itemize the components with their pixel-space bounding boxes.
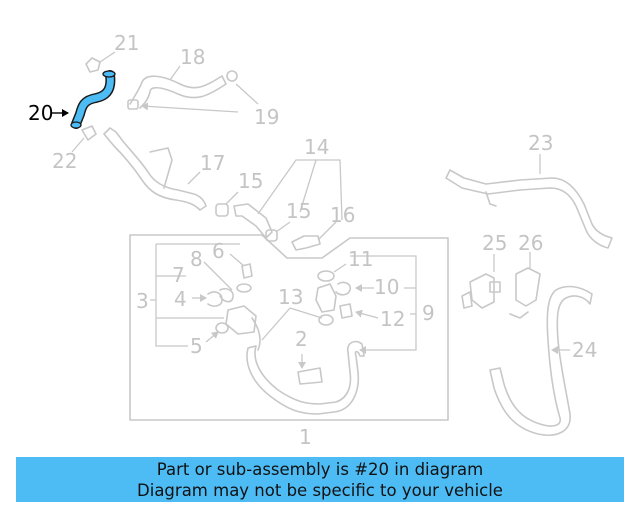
part-2-pipe (246, 340, 365, 415)
callout-10: 10 (374, 275, 399, 299)
part-10-clip (335, 281, 374, 296)
callout-16: 16 (330, 203, 355, 227)
part-24-hose (489, 285, 593, 436)
caption-banner: Part or sub-assembly is #20 in diagram D… (16, 457, 624, 502)
part-3-bracket-lines (150, 243, 240, 347)
part-7-oring (156, 275, 252, 293)
part-17-pipe (103, 127, 207, 211)
part-12-fitting (315, 283, 379, 319)
part-26-bracket (509, 252, 541, 319)
part-15-clamp-a (215, 191, 239, 217)
callout-7: 7 (172, 263, 185, 287)
callout-15a: 15 (238, 169, 263, 193)
callout-4: 4 (174, 287, 187, 311)
callout-18: 18 (180, 45, 205, 69)
part-18-hose (129, 65, 227, 109)
callout-21: 21 (114, 31, 139, 55)
part-20-hose[interactable] (70, 70, 116, 129)
part-13-fitting (261, 307, 334, 341)
callout-14: 14 (304, 135, 329, 159)
callout-24: 24 (572, 338, 597, 362)
callout-26: 26 (518, 231, 543, 255)
callout-13: 13 (278, 285, 303, 309)
callout-11: 11 (348, 247, 373, 271)
part-16-fitting (291, 221, 337, 251)
part-22-clamp (71, 125, 97, 153)
callout-12: 12 (380, 307, 405, 331)
callout-8: 8 (190, 247, 203, 271)
callout-25: 25 (482, 231, 507, 255)
part-15-clamp-b (265, 221, 291, 242)
part-23-pipe (445, 154, 613, 249)
callout-23: 23 (528, 131, 553, 155)
part-25-valve (461, 254, 501, 309)
callout-19: 19 (254, 105, 279, 129)
caption-line-1: Part or sub-assembly is #20 in diagram (156, 460, 484, 479)
part-4-clip (192, 291, 223, 307)
assembly-outline (129, 234, 449, 421)
caption-line-2: Diagram may not be specific to your vehi… (137, 481, 503, 500)
part-21-clamp (85, 51, 116, 73)
callout-22: 22 (52, 149, 77, 173)
part-5-fitting (205, 305, 261, 351)
callout-6: 6 (212, 239, 225, 263)
callout-2: 2 (295, 327, 308, 351)
callout-15b: 15 (286, 199, 311, 223)
callout-17: 17 (200, 151, 225, 175)
callout-3: 3 (136, 289, 149, 313)
part-9-bracket-lines (350, 255, 417, 354)
callout-5: 5 (190, 334, 203, 358)
part-6-fitting (229, 253, 253, 279)
parts-diagram: 1 2 3 4 5 6 7 8 9 10 11 12 13 14 15 15 1… (28, 31, 613, 449)
part-8-clip (203, 261, 234, 303)
part-19-clamps (127, 70, 259, 113)
part-14-hose (233, 159, 343, 239)
callout-1: 1 (299, 425, 312, 449)
callout-9: 9 (422, 301, 435, 325)
part-11-fitting (317, 263, 347, 282)
callout-20: 20 (28, 101, 53, 125)
